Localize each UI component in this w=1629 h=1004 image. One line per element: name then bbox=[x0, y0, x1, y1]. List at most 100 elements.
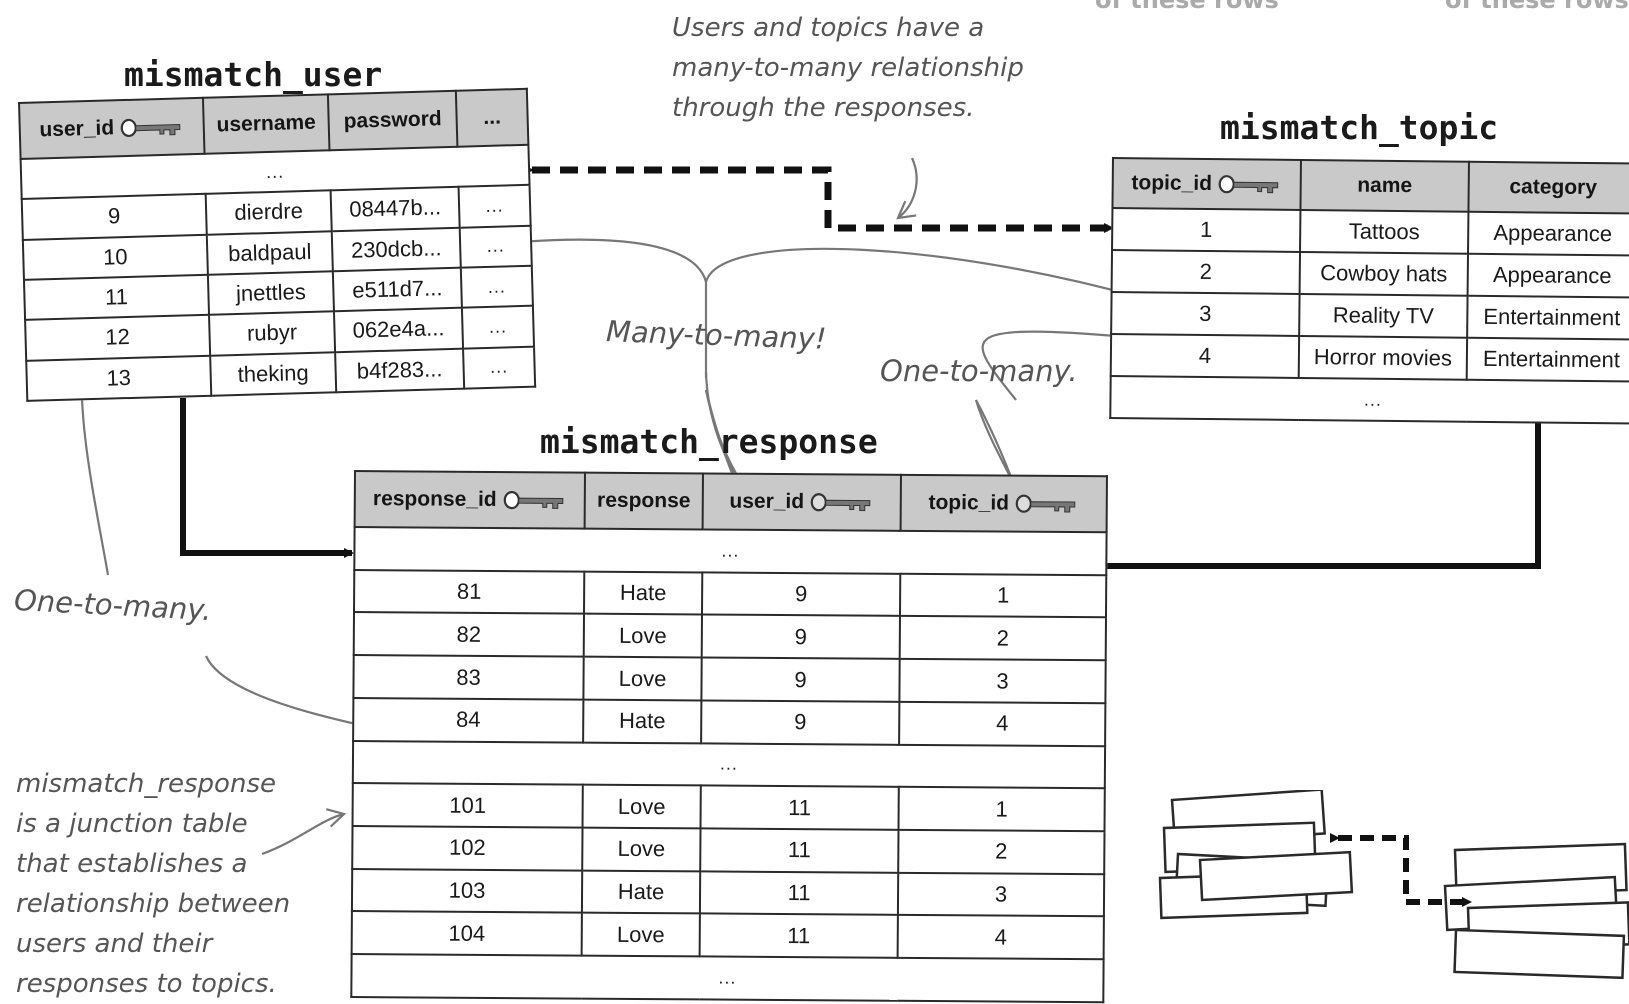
junction-note-line-3: that establishes a bbox=[16, 849, 248, 879]
response-col-header-label: user_id bbox=[729, 489, 805, 514]
user-col-header: password bbox=[327, 90, 458, 151]
response-cell: Hate bbox=[584, 571, 703, 615]
topic-cell: Reality TV bbox=[1299, 293, 1468, 338]
response-cell: Love bbox=[581, 913, 700, 957]
topic-cell: 4 bbox=[1110, 334, 1300, 378]
user-cell: 12 bbox=[25, 315, 211, 361]
response-ellipsis-row: ... bbox=[351, 954, 1104, 1003]
user-cell: 08447b... bbox=[330, 187, 460, 231]
stacked-tables-illustration bbox=[1158, 790, 1629, 980]
response-cell: Love bbox=[583, 656, 702, 701]
response-cell: 101 bbox=[352, 783, 583, 828]
response-cell: 1 bbox=[899, 573, 1107, 618]
primary-key-icon bbox=[1218, 175, 1279, 194]
topic-cell: Cowboy hats bbox=[1299, 251, 1469, 296]
user-cell: ... bbox=[459, 225, 532, 268]
response-cell: Hate bbox=[583, 699, 702, 744]
topic-cell: Appearance bbox=[1467, 253, 1629, 298]
response-cell: 9 bbox=[701, 657, 900, 702]
user-cell: ... bbox=[461, 306, 535, 349]
response-col-header: response_id bbox=[354, 471, 585, 529]
topic-col-header-label: topic_id bbox=[1131, 171, 1213, 196]
response-cell: 3 bbox=[899, 658, 1106, 704]
response-cell: 104 bbox=[351, 911, 582, 956]
user-col-header-label: ... bbox=[483, 105, 502, 130]
user-cell: 230dcb... bbox=[331, 227, 461, 272]
response-cell: 84 bbox=[353, 697, 584, 743]
response-table-row: ... bbox=[351, 954, 1104, 1003]
response-cell: 11 bbox=[700, 828, 899, 873]
user-to-response-line bbox=[180, 398, 354, 558]
stack-left-sheet-5 bbox=[1198, 850, 1354, 902]
topic-col-header: topic_id bbox=[1112, 158, 1301, 210]
response-cell: Love bbox=[582, 827, 701, 872]
stack-right-sheet-4 bbox=[1453, 928, 1626, 980]
response-cell: 103 bbox=[351, 868, 583, 914]
one-to-many-topic-arrow-1 bbox=[981, 330, 1188, 401]
user-col-header: user_id bbox=[19, 97, 205, 159]
user-col-header-label: user_id bbox=[39, 116, 115, 142]
topic-cell: Entertainment bbox=[1466, 337, 1629, 382]
topic-to-response-line bbox=[1096, 410, 1541, 571]
response-cell: 11 bbox=[700, 785, 899, 830]
top-fragment-left: of these rows bbox=[1095, 0, 1279, 14]
dashed-relationship-line bbox=[524, 165, 1114, 233]
response-cell: 11 bbox=[699, 913, 898, 958]
user-table-title: mismatch_user bbox=[124, 55, 383, 94]
response-cell: 83 bbox=[353, 655, 584, 700]
response-cell: 1 bbox=[898, 787, 1105, 832]
junction-note-line-5: users and their bbox=[16, 929, 213, 959]
foreign-key-icon bbox=[811, 493, 871, 512]
response-cell: Love bbox=[583, 614, 702, 658]
response-col-header: topic_id bbox=[900, 474, 1107, 533]
topic-ellipsis-row: ... bbox=[1110, 375, 1629, 424]
response-table-title: mismatch_response bbox=[540, 422, 878, 461]
response-cell: 3 bbox=[897, 872, 1105, 917]
users-topics-note-line-1: Users and topics have a bbox=[672, 13, 985, 43]
user-cell: ... bbox=[458, 185, 531, 228]
user-cell: jnettles bbox=[207, 271, 334, 316]
response-ellipsis-row: ... bbox=[352, 740, 1106, 789]
user-cell: 062e4a... bbox=[333, 307, 464, 352]
user-cell: e511d7... bbox=[332, 267, 462, 312]
response-cell: 4 bbox=[897, 915, 1104, 960]
stack-dashed-connector bbox=[1330, 833, 1472, 907]
user-cell: rubyr bbox=[209, 311, 336, 356]
junction-note-arrow bbox=[261, 808, 347, 856]
response-cell: 9 bbox=[701, 614, 900, 659]
topic-cell: Tattoos bbox=[1300, 209, 1469, 254]
response-table-row: ... bbox=[354, 527, 1107, 575]
user-cell: ... bbox=[463, 346, 536, 389]
response-col-header-label: response bbox=[597, 488, 691, 513]
junction-note-line-1: mismatch_response bbox=[16, 769, 276, 799]
user-cell: ... bbox=[460, 265, 533, 308]
response-cell: Hate bbox=[581, 870, 701, 914]
response-table-row: ... bbox=[352, 740, 1106, 789]
user-cell: b4f283... bbox=[335, 348, 465, 393]
user-cell: 13 bbox=[26, 355, 212, 401]
topic-col-header: category bbox=[1468, 161, 1629, 214]
response-cell: 4 bbox=[899, 701, 1106, 746]
topic-table-row: ... bbox=[1110, 375, 1629, 424]
user-cell: theking bbox=[210, 351, 337, 396]
response-col-header-label: topic_id bbox=[928, 491, 1010, 515]
foreign-key-icon bbox=[1015, 495, 1076, 514]
junction-table-note: mismatch_response is a junction table th… bbox=[16, 764, 290, 1004]
user-col-header-label: username bbox=[216, 110, 317, 137]
top-fragment-right: of these rows bbox=[1445, 0, 1629, 14]
topic-table-title: mismatch_topic bbox=[1220, 108, 1499, 147]
user-cell: baldpaul bbox=[206, 230, 333, 275]
